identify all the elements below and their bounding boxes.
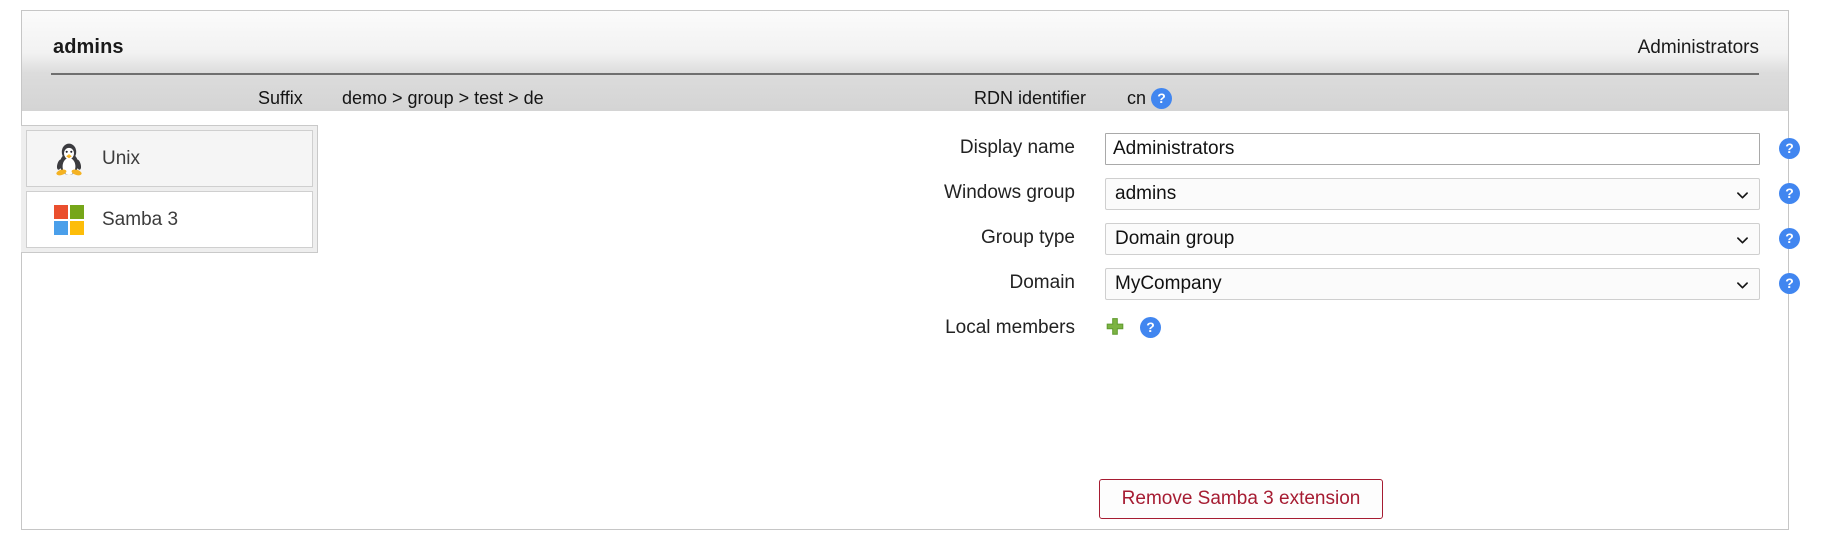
group-type-selected-value: Domain group: [1115, 228, 1235, 249]
samba-icon-square-yellow: [70, 220, 84, 235]
sidebar-item-samba3[interactable]: Samba 3: [26, 191, 313, 248]
domain-control: MyCompany: [1105, 268, 1760, 300]
field-row-domain: Domain MyCompany ?: [722, 268, 1800, 302]
remove-extension-area: Remove Samba 3 extension: [722, 479, 1760, 519]
header-divider: [51, 73, 1759, 75]
rdn-identifier-label: RDN identifier: [974, 88, 1087, 108]
domain-help-icon[interactable]: ?: [1779, 273, 1800, 294]
samba3-form: Display name ? Windows group admins: [722, 111, 1800, 529]
rdn-identifier-value: cn: [1127, 88, 1147, 108]
sidebar-item-unix[interactable]: Unix: [26, 130, 313, 187]
field-row-display-name: Display name ?: [722, 133, 1800, 167]
group-editor-panel: admins Administrators Suffix demo > grou…: [21, 10, 1800, 530]
field-row-windows-group: Windows group admins ?: [722, 178, 1800, 212]
rdn-help-icon[interactable]: ?: [1151, 88, 1172, 109]
sidebar-item-unix-label: Unix: [102, 147, 141, 169]
display-name-help-icon[interactable]: ?: [1779, 138, 1800, 159]
extension-tab-list: Unix Samba 3: [21, 125, 318, 253]
display-name-control: [1105, 133, 1760, 165]
display-name-label: Display name: [959, 137, 1075, 158]
windows-group-control: admins: [1105, 178, 1760, 210]
domain-select[interactable]: MyCompany: [1105, 268, 1760, 300]
windows-group-select[interactable]: admins: [1105, 178, 1760, 210]
samba-icon-square-red: [54, 204, 68, 219]
suffix-value: demo > group > test > de: [342, 88, 544, 108]
header-meta-row: Suffix demo > group > test > de RDN iden…: [22, 83, 1788, 111]
domain-label: Domain: [1009, 272, 1075, 293]
field-row-local-members: Local members ?: [722, 313, 1788, 347]
page-title: admins: [53, 36, 124, 58]
chevron-down-icon: [1737, 280, 1748, 291]
samba-icon-square-blue: [54, 220, 68, 235]
panel-body: Unix Samba 3 Display name: [21, 111, 1800, 529]
tux-icon: [54, 142, 84, 176]
windows-group-label: Windows group: [944, 182, 1075, 203]
display-name-input[interactable]: [1105, 133, 1760, 165]
add-member-plus-icon[interactable]: [1105, 317, 1125, 337]
group-type-control: Domain group: [1105, 223, 1760, 255]
suffix-label: Suffix: [258, 88, 303, 108]
windows-group-help-icon[interactable]: ?: [1779, 183, 1800, 204]
domain-selected-value: MyCompany: [1115, 273, 1222, 294]
samba-icon-square-green: [70, 204, 84, 219]
field-row-group-type: Group type Domain group ?: [722, 223, 1800, 257]
panel-header: admins Administrators Suffix demo > grou…: [22, 11, 1788, 111]
windows-group-selected-value: admins: [1115, 183, 1177, 204]
local-members-label: Local members: [945, 317, 1075, 338]
chevron-down-icon: [1737, 190, 1748, 201]
group-type-select[interactable]: Domain group: [1105, 223, 1760, 255]
header-top-row: admins Administrators: [22, 11, 1788, 68]
chevron-down-icon: [1737, 235, 1748, 246]
local-members-help-icon[interactable]: ?: [1140, 317, 1161, 338]
group-type-label: Group type: [981, 227, 1075, 248]
group-type-help-icon[interactable]: ?: [1779, 228, 1800, 249]
samba-icon: [54, 204, 84, 235]
sidebar-item-samba3-label: Samba 3: [102, 208, 179, 230]
remove-samba3-extension-button[interactable]: Remove Samba 3 extension: [1098, 479, 1384, 519]
header-entry-name: Administrators: [1637, 37, 1759, 58]
